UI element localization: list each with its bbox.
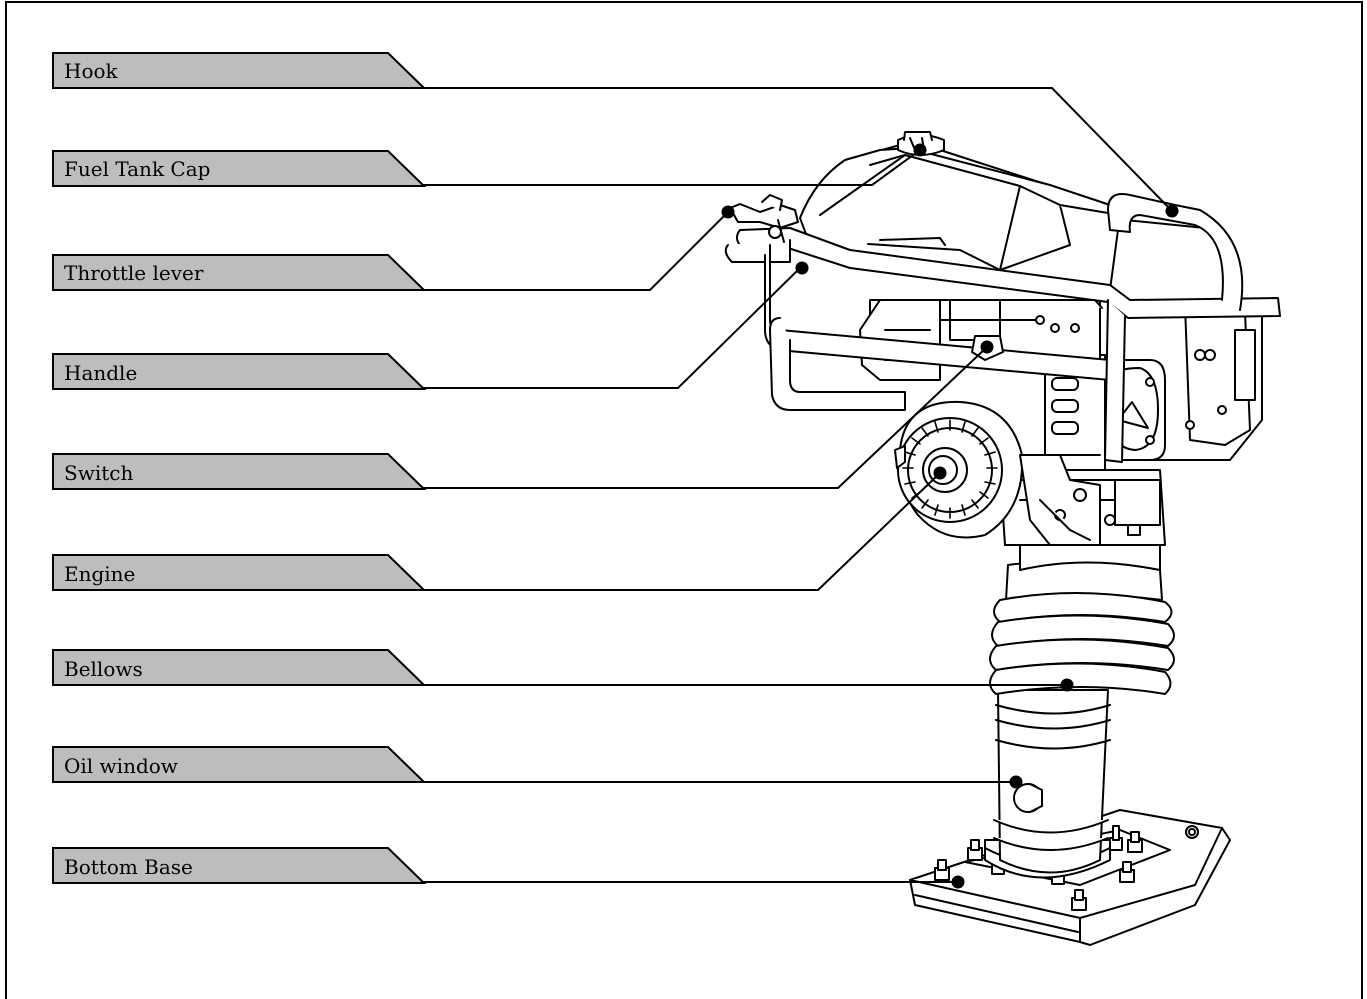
label-oil-window: Oil window [52, 746, 427, 783]
callout-dots [721, 143, 1179, 889]
label-tab-bottom-base [52, 847, 427, 884]
label-tab-hook [52, 52, 427, 89]
label-tab-switch [52, 453, 427, 490]
engine-recoil-starter [894, 400, 1024, 539]
label-text-bellows: Bellows [64, 657, 143, 681]
dot-throttle-lever [721, 205, 735, 219]
label-text-hook: Hook [64, 59, 119, 83]
label-tab-fuel-tank-cap [52, 150, 427, 187]
label-bottom-base: Bottom Base [52, 847, 427, 884]
handle-frame [724, 193, 1281, 463]
label-text-throttle-lever: Throttle lever [64, 261, 204, 285]
label-throttle-lever: Throttle lever [52, 254, 427, 291]
label-text-engine: Engine [64, 562, 135, 586]
dot-hook [1165, 204, 1179, 218]
label-bellows: Bellows [52, 649, 427, 686]
dot-oil-window [1009, 775, 1023, 789]
dot-engine [933, 466, 947, 480]
dot-switch [980, 340, 994, 354]
dot-bottom-base [951, 875, 965, 889]
throttle-lever-shape [729, 194, 799, 243]
label-hook: Hook [52, 52, 427, 89]
label-text-fuel-tank-cap: Fuel Tank Cap [64, 157, 210, 181]
label-fuel-tank-cap: Fuel Tank Cap [52, 150, 427, 187]
label-tabs: Hook Fuel Tank Cap Throttle lever Handle… [52, 52, 427, 884]
label-tab-handle [52, 353, 427, 390]
label-tab-engine [52, 554, 427, 591]
diagram-border [5, 1, 1363, 999]
label-switch: Switch [52, 453, 427, 490]
label-text-oil-window: Oil window [64, 754, 178, 778]
dot-fuel-tank-cap [913, 143, 927, 157]
dot-bellows [1060, 678, 1074, 692]
label-text-handle: Handle [64, 361, 137, 385]
rammer-illustration [724, 131, 1281, 946]
label-tab-throttle-lever [52, 254, 427, 291]
label-engine: Engine [52, 554, 427, 591]
label-handle: Handle [52, 353, 427, 390]
dot-handle [795, 261, 809, 275]
bellows-shape [989, 560, 1175, 695]
label-text-switch: Switch [64, 461, 133, 485]
label-text-bottom-base: Bottom Base [64, 855, 193, 879]
label-tab-bellows [52, 649, 427, 686]
label-tab-oil-window [52, 746, 427, 783]
